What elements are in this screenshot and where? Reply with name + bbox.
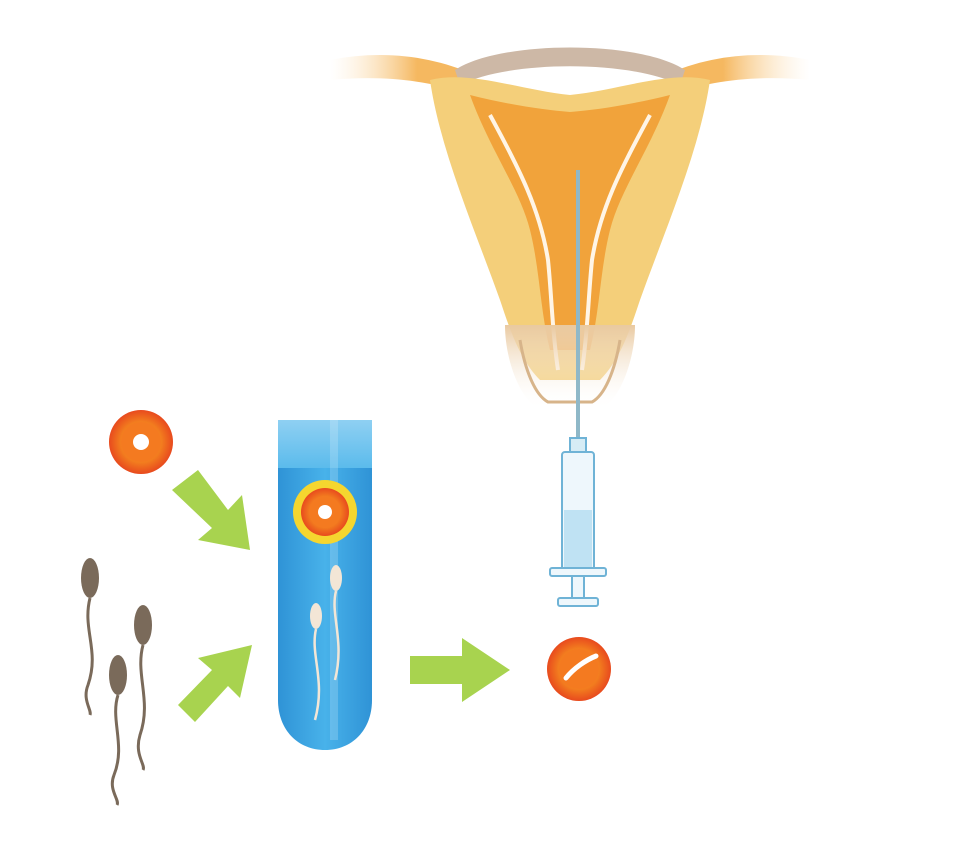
arrow-egg-to-tube: [172, 470, 250, 550]
arrow-tube-to-embryo: [410, 638, 510, 702]
uterus-icon: [330, 47, 810, 410]
egg-cell-icon: [109, 410, 173, 474]
egg-in-tube-icon: [293, 480, 357, 544]
arrow-sperm-to-tube: [178, 645, 252, 722]
sperm-cells-icon: [81, 558, 152, 806]
fertilized-egg-icon: [547, 637, 611, 701]
test-tube-icon: [278, 420, 372, 750]
syringe-icon: [549, 170, 607, 607]
sperm-in-tube-icon: [310, 565, 342, 721]
